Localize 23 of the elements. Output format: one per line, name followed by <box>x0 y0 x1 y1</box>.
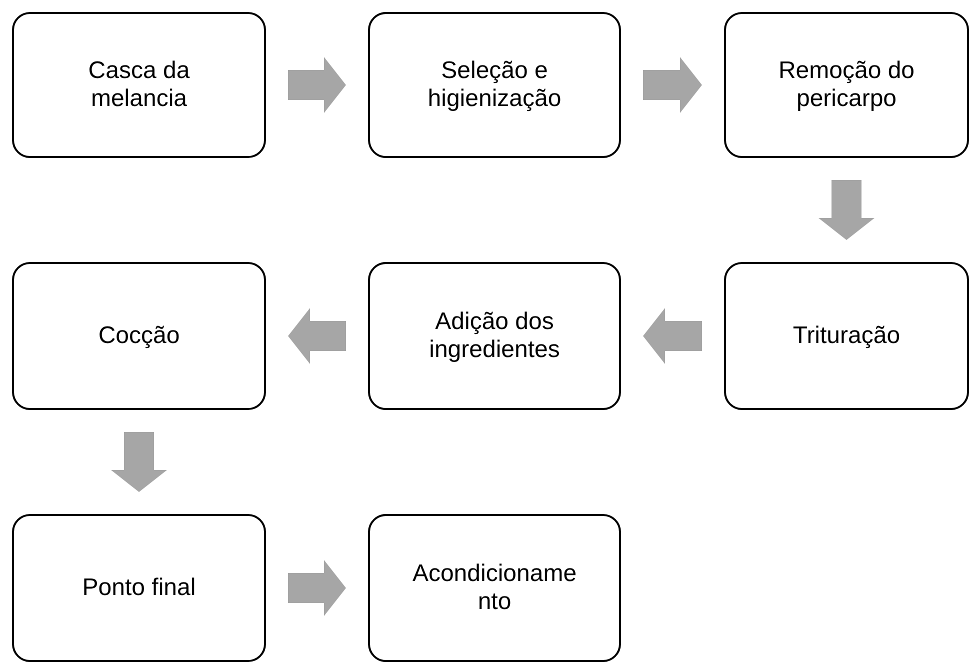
step-label: Adição dos ingredientes <box>428 308 561 364</box>
process-box <box>368 514 621 662</box>
block-arrow <box>111 432 167 492</box>
process-box <box>724 12 969 158</box>
process-box <box>12 12 266 158</box>
process-box <box>12 262 266 410</box>
block-arrow <box>288 57 346 113</box>
step-label: Casca da melancia <box>87 57 191 113</box>
block-arrow <box>288 308 346 364</box>
process-box <box>724 262 969 410</box>
block-arrow <box>643 308 702 364</box>
step-label: Cocção <box>98 322 180 350</box>
step-label: Trituração <box>792 322 900 350</box>
step-label: Acondicioname nto <box>411 560 578 616</box>
process-box <box>368 262 621 410</box>
process-box <box>12 514 266 662</box>
block-arrow <box>818 180 874 240</box>
process-box <box>368 12 621 158</box>
block-arrow <box>288 560 346 616</box>
block-arrow <box>643 57 702 113</box>
step-label: Seleção e higienização <box>426 57 562 113</box>
step-label: Ponto final <box>82 574 196 602</box>
step-label: Remoção do pericarpo <box>777 57 916 113</box>
